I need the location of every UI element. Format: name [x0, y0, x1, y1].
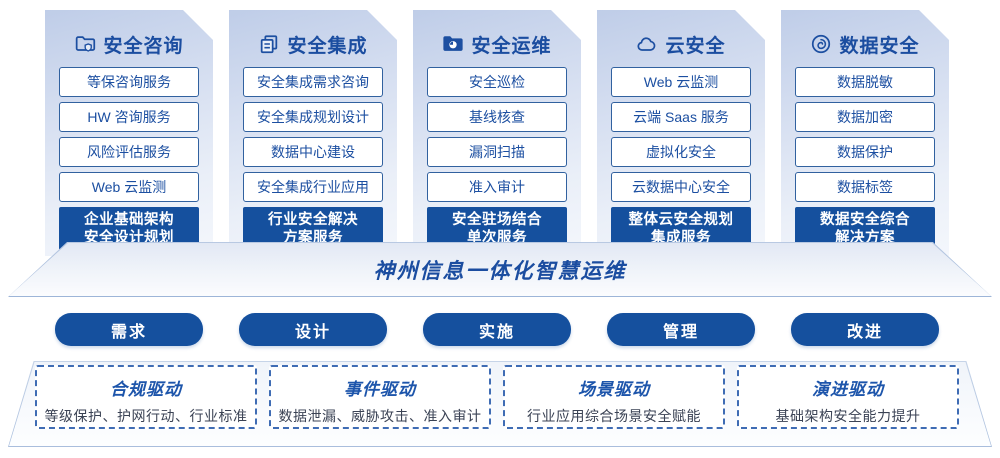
service-list: Web 云监测 云端 Saas 服务 虚拟化安全 云数据中心安全: [611, 67, 751, 202]
highlight-line: 行业安全解决: [268, 212, 358, 228]
service-item: 数据脱敏: [795, 67, 935, 97]
column-cloud-security: 云安全 Web 云监测 云端 Saas 服务 虚拟化安全 云数据中心安全 整体云…: [597, 10, 765, 256]
highlight-line: 整体云安全规划: [628, 212, 734, 228]
driver-evolution: 演进驱动 基础架构安全能力提升: [737, 365, 959, 429]
folder-shield-icon: [74, 33, 96, 55]
driver-title: 演进驱动: [812, 380, 884, 399]
service-item: 云数据中心安全: [611, 172, 751, 202]
column-security-integration: 安全集成 安全集成需求咨询 安全集成规划设计 数据中心建设 安全集成行业应用 行…: [229, 10, 397, 256]
column-data-security: 数据安全 数据脱敏 数据加密 数据保护 数据标签 数据安全综合 解决方案: [781, 10, 949, 256]
service-item: 风险评估服务: [59, 137, 199, 167]
driver-title: 合规驱动: [110, 380, 182, 399]
driver-desc: 基础架构安全能力提升: [775, 408, 921, 424]
service-item: 云端 Saas 服务: [611, 102, 751, 132]
service-item: HW 咨询服务: [59, 102, 199, 132]
driver-desc: 数据泄漏、威胁攻击、准入审计: [278, 408, 482, 424]
column-security-operations: 安全运维 安全巡检 基线核查 漏洞扫描 准入审计 安全驻场结合 单次服务: [413, 10, 581, 256]
driver-title: 事件驱动: [344, 380, 416, 399]
service-list: 等保咨询服务 HW 咨询服务 风险评估服务 Web 云监测: [59, 67, 199, 202]
folder-clock-icon: [442, 33, 464, 55]
service-list: 安全集成需求咨询 安全集成规划设计 数据中心建设 安全集成行业应用: [243, 67, 383, 202]
fingerprint-icon: [810, 33, 832, 55]
banner-fill: [9, 243, 991, 296]
service-item: 漏洞扫描: [427, 137, 567, 167]
service-item: 安全集成规划设计: [243, 102, 383, 132]
stage-pill-manage: 管理: [607, 313, 755, 346]
service-list: 安全巡检 基线核查 漏洞扫描 准入审计: [427, 67, 567, 202]
column-title: 安全咨询: [103, 35, 184, 57]
column-title-row: 安全运维: [413, 31, 581, 57]
column-title-row: 数据安全: [781, 31, 949, 57]
service-item: 准入审计: [427, 172, 567, 202]
stage-pill-improve: 改进: [791, 313, 939, 346]
column-title: 安全集成: [287, 35, 368, 57]
driver-title: 场景驱动: [578, 380, 650, 399]
service-item: Web 云监测: [59, 172, 199, 202]
service-item: 安全集成行业应用: [243, 172, 383, 202]
service-item: 安全集成需求咨询: [243, 67, 383, 97]
stage-pill-implement: 实施: [423, 313, 571, 346]
banner-title: 神州信息一体化智慧运维: [373, 259, 627, 283]
service-item: 数据保护: [795, 137, 935, 167]
service-item: Web 云监测: [611, 67, 751, 97]
column-title-row: 安全咨询: [45, 31, 213, 57]
service-list: 数据脱敏 数据加密 数据保护 数据标签: [795, 67, 935, 202]
driver-incident: 事件驱动 数据泄漏、威胁攻击、准入审计: [269, 365, 491, 429]
driver-scenario: 场景驱动 行业应用综合场景安全赋能: [503, 365, 725, 429]
banner-trapezoid: 神州信息一体化智慧运维: [8, 242, 992, 297]
driver-desc: 行业应用综合场景安全赋能: [527, 408, 701, 424]
cloud-icon: [636, 33, 658, 55]
column-title-row: 云安全: [597, 31, 765, 57]
stage-pill-design: 设计: [239, 313, 387, 346]
column-title: 数据安全: [839, 35, 920, 57]
service-item: 数据加密: [795, 102, 935, 132]
highlight-line: 数据安全综合: [820, 212, 910, 228]
column-title-row: 安全集成: [229, 31, 397, 57]
service-item: 虚拟化安全: [611, 137, 751, 167]
service-item: 等保咨询服务: [59, 67, 199, 97]
highlight-line: 安全驻场结合: [452, 212, 542, 228]
highlight-line: 企业基础架构: [84, 212, 174, 228]
service-item: 基线核查: [427, 102, 567, 132]
service-item: 数据中心建设: [243, 137, 383, 167]
column-security-consulting: 安全咨询 等保咨询服务 HW 咨询服务 风险评估服务 Web 云监测 企业基础架…: [45, 10, 213, 256]
copy-docs-icon: [258, 33, 280, 55]
service-item: 数据标签: [795, 172, 935, 202]
stage-pill-requirements: 需求: [55, 313, 203, 346]
service-item: 安全巡检: [427, 67, 567, 97]
column-title: 安全运维: [471, 35, 552, 57]
driver-desc: 等级保护、护网行动、行业标准: [44, 408, 248, 424]
column-title: 云安全: [665, 35, 726, 57]
driver-compliance: 合规驱动 等级保护、护网行动、行业标准: [35, 365, 257, 429]
